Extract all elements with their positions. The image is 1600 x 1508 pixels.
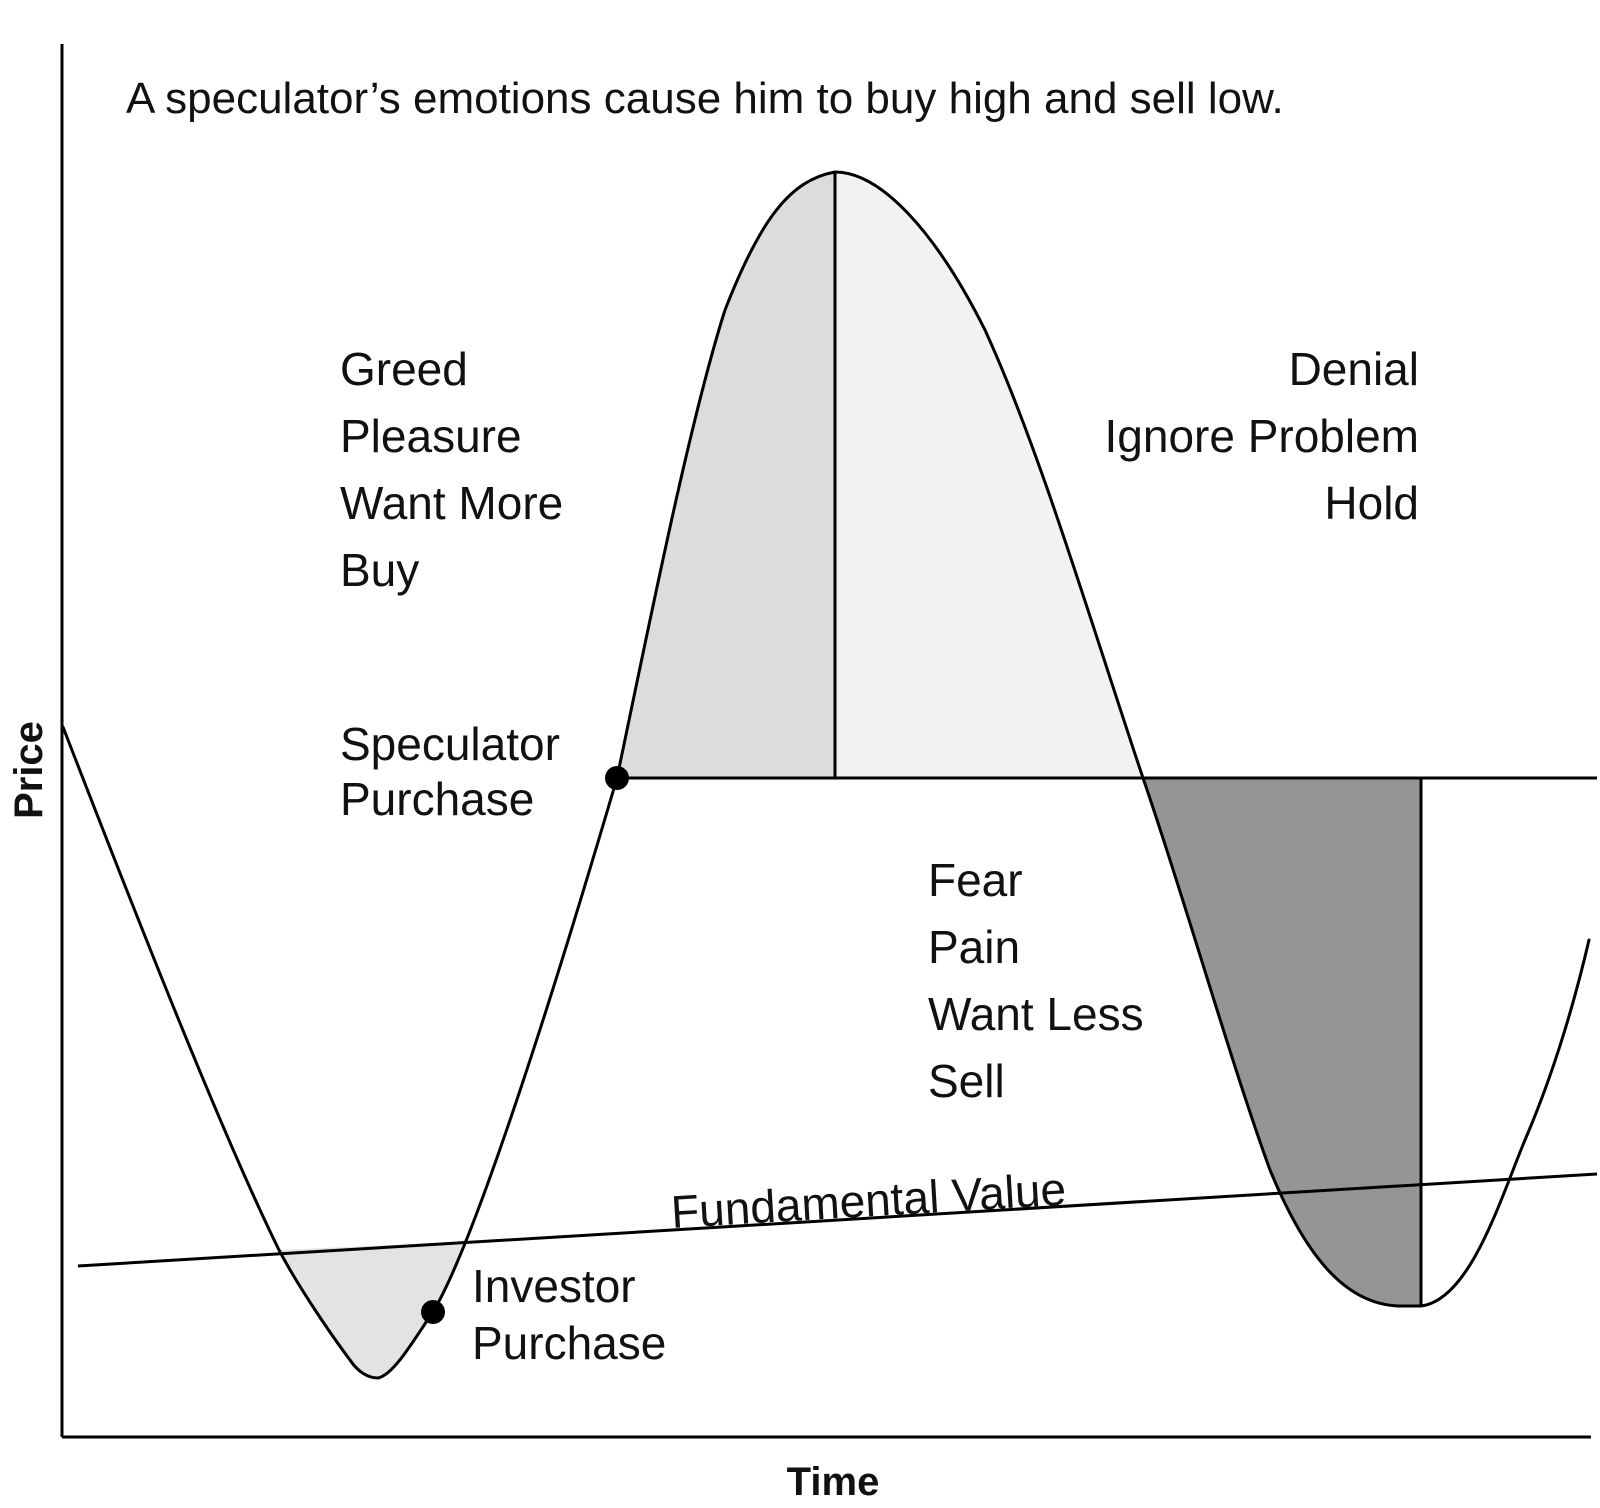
fall-emotion-want-less: Want Less bbox=[928, 988, 1144, 1040]
peak-emotion-denial: Denial bbox=[1289, 343, 1419, 395]
investor-purchase-label-line2: Purchase bbox=[472, 1317, 666, 1369]
rise-emotion-want-more: Want More bbox=[340, 477, 563, 529]
fall-emotion-sell: Sell bbox=[928, 1055, 1005, 1107]
peak-emotion-hold: Hold bbox=[1324, 477, 1419, 529]
investor-purchase-label-line1: Investor bbox=[472, 1260, 636, 1312]
rise-emotion-pleasure: Pleasure bbox=[340, 410, 522, 462]
y-axis-label: Price bbox=[7, 721, 51, 819]
speculator-purchase-dot bbox=[605, 766, 629, 790]
fundamental-value-label: Fundamental Value bbox=[670, 1163, 1068, 1238]
fall-emotion-fear: Fear bbox=[928, 854, 1023, 906]
x-axis-label: Time bbox=[787, 1460, 880, 1504]
speculator-purchase-label-line1: Speculator bbox=[340, 718, 560, 770]
price-curve bbox=[61, 170, 1591, 1380]
denial-shade bbox=[835, 172, 1143, 778]
speculator-purchase-label-line2: Purchase bbox=[340, 773, 534, 825]
greed-shade bbox=[617, 172, 835, 778]
rise-emotion-greed: Greed bbox=[340, 343, 468, 395]
fear-shade bbox=[1143, 778, 1421, 1306]
investor-gain-shade bbox=[279, 1242, 463, 1378]
investor-purchase-dot bbox=[421, 1300, 445, 1324]
peak-emotion-ignore-problem: Ignore Problem bbox=[1105, 410, 1420, 462]
fundamental-value-line bbox=[77, 1172, 1598, 1268]
rise-emotion-buy: Buy bbox=[340, 544, 419, 596]
fall-emotion-pain: Pain bbox=[928, 921, 1020, 973]
diagram-title: A speculator’s emotions cause him to buy… bbox=[126, 74, 1284, 123]
